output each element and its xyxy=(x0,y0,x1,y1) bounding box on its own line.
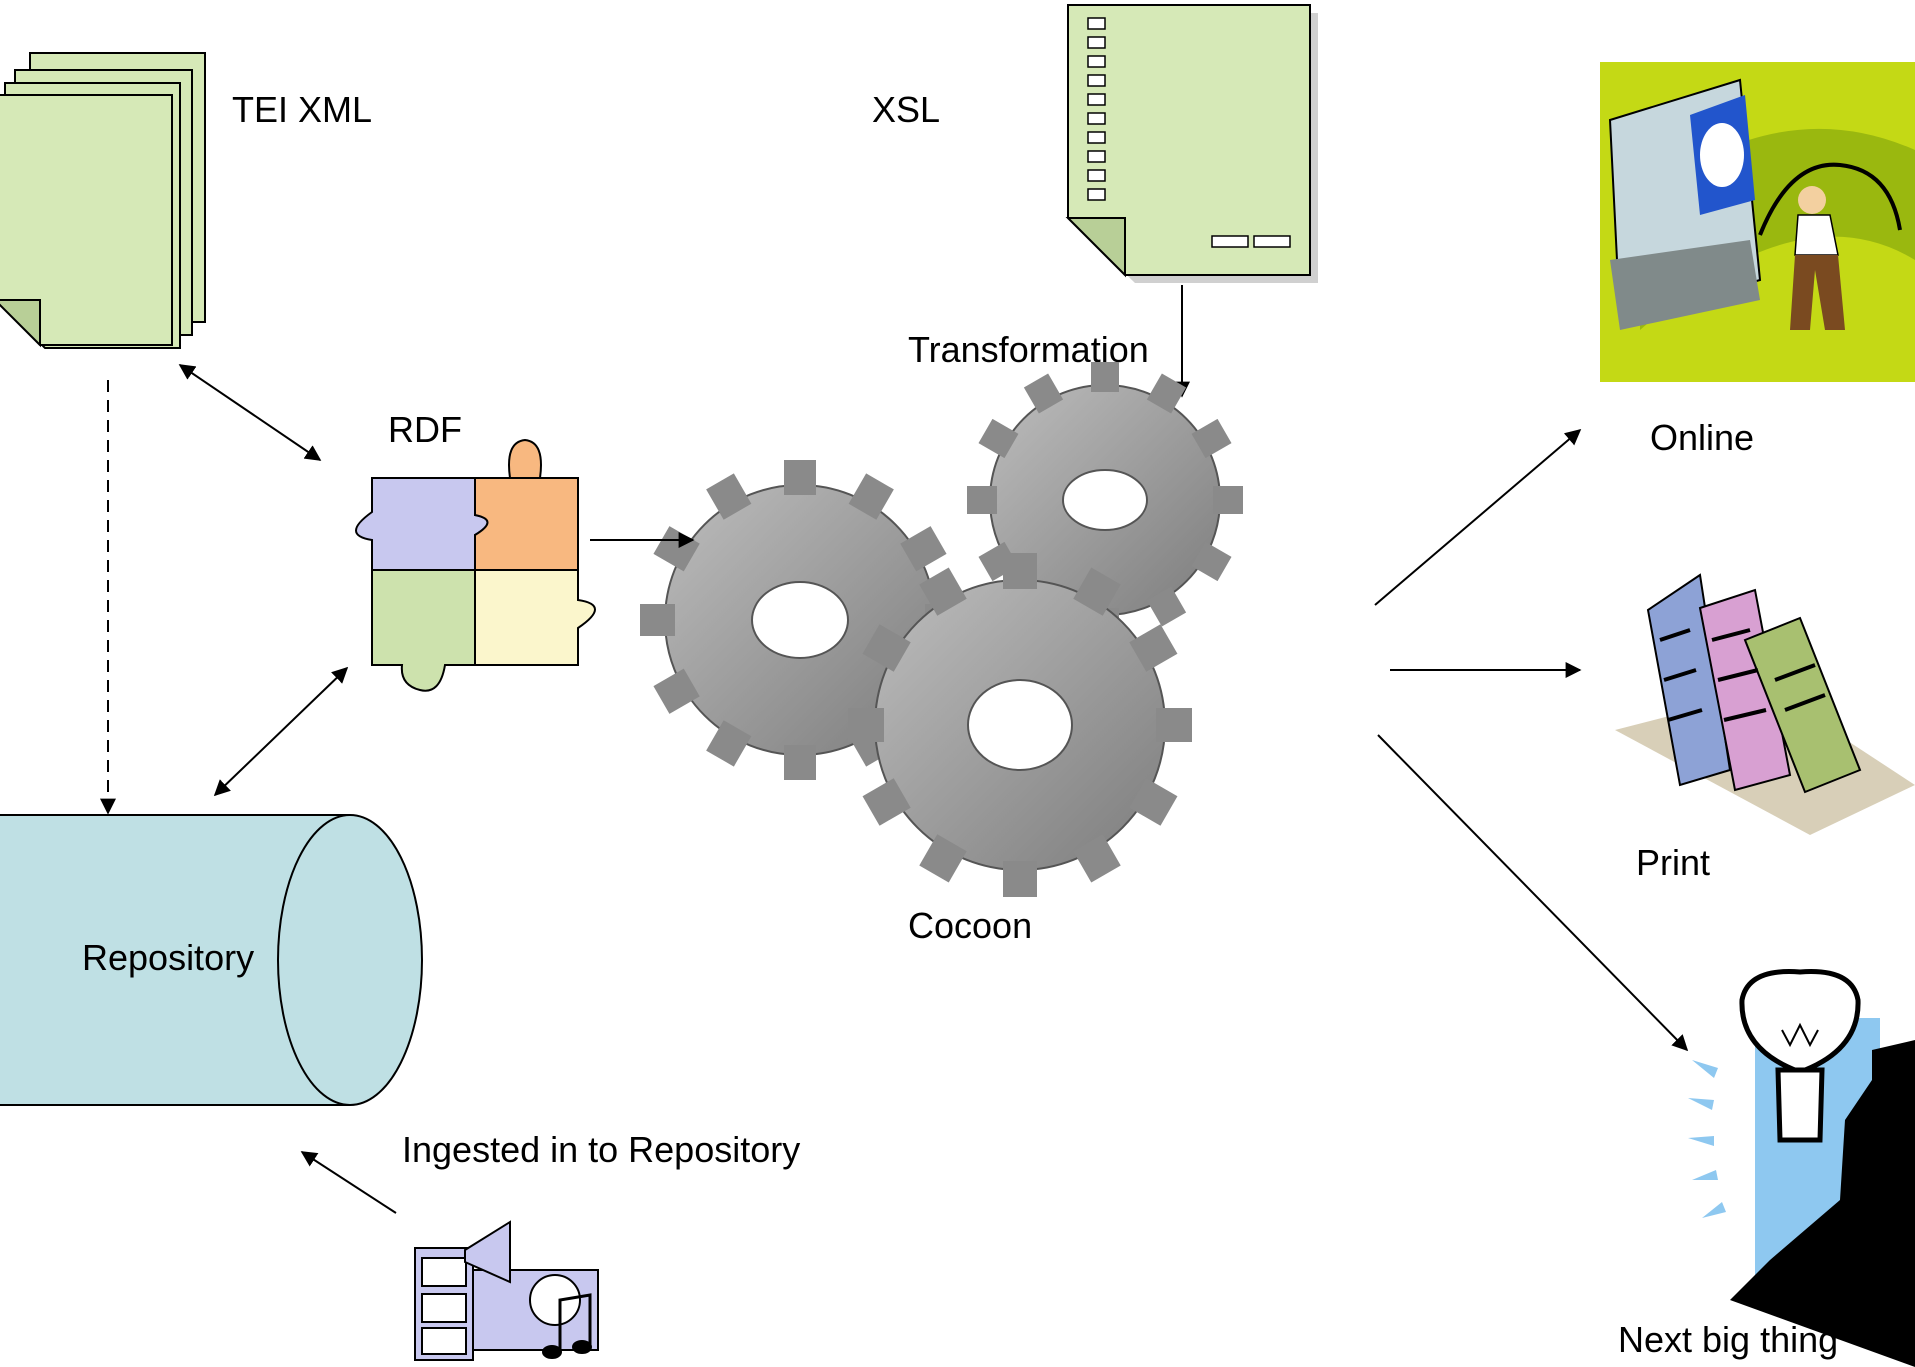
connector-arrows xyxy=(100,364,1689,1214)
stacked-documents-icon xyxy=(0,52,206,349)
repository-label: Repository xyxy=(82,937,254,978)
ingested-label: Ingested in to Repository xyxy=(402,1129,800,1170)
multimedia-icon xyxy=(414,1220,599,1361)
tei-xml-label: TEI XML xyxy=(232,89,372,130)
cylinder-database-icon xyxy=(0,814,423,1106)
computer-user-icon xyxy=(1600,62,1915,382)
gears-icon xyxy=(640,362,1243,897)
online-label: Online xyxy=(1650,417,1754,458)
books-icon xyxy=(1615,573,1915,835)
ingest-arrow xyxy=(300,1151,397,1214)
cocoon-online-arrow xyxy=(1374,428,1582,606)
rdf-label: RDF xyxy=(388,409,462,450)
xsl-label: XSL xyxy=(872,89,940,130)
lightbulb-icon xyxy=(1688,969,1915,1367)
rdf-repository-arrow xyxy=(213,666,349,797)
cocoon-label: Cocoon xyxy=(908,905,1032,946)
tei-rdf-arrow xyxy=(178,364,322,461)
puzzle-pieces-icon xyxy=(355,438,596,692)
cocoon-next-arrow xyxy=(1377,734,1689,1052)
next-big-thing-label: Next big thing xyxy=(1618,1319,1838,1360)
print-label: Print xyxy=(1636,842,1710,883)
checklist-document-icon xyxy=(1065,4,1318,283)
